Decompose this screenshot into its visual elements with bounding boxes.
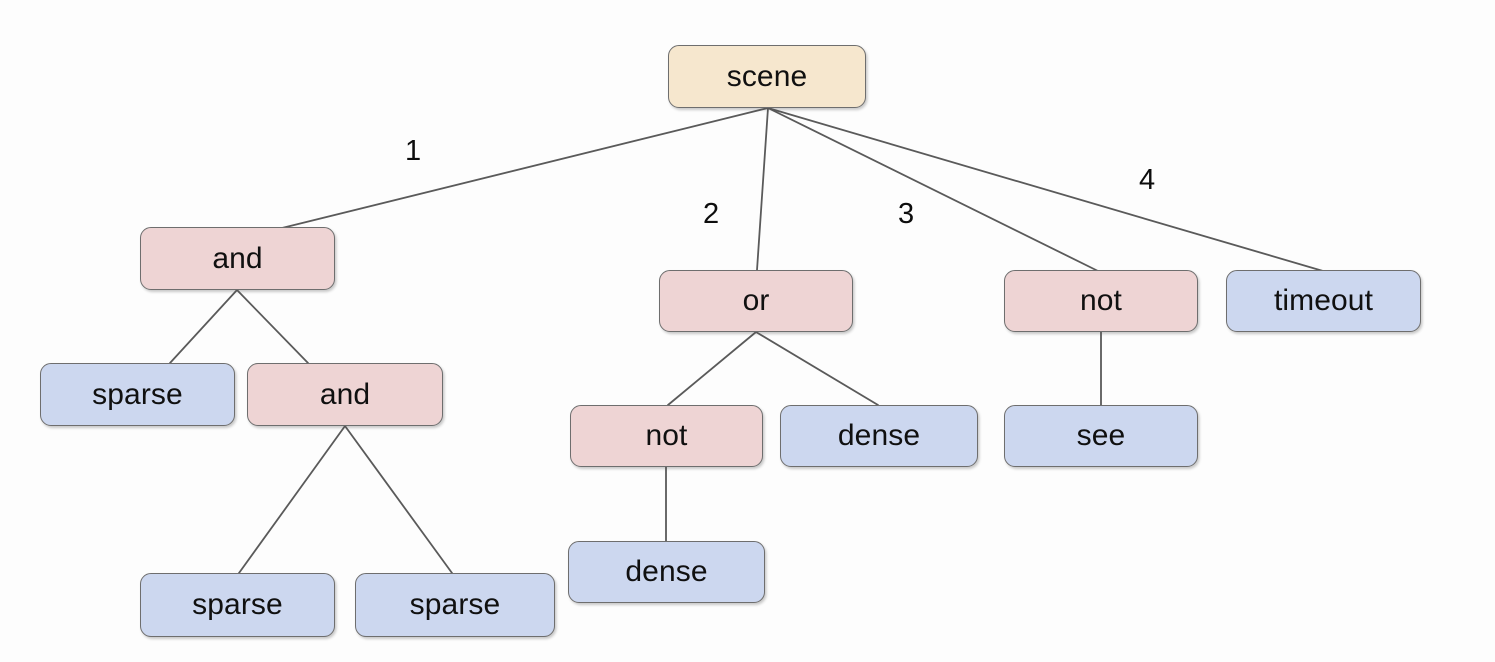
tree-edge: [238, 425, 346, 574]
tree-node-and1[interactable]: and: [140, 227, 335, 290]
tree-edge: [667, 331, 757, 406]
tree-node-scene[interactable]: scene: [668, 45, 866, 108]
tree-edge: [281, 107, 769, 229]
tree-edge: [344, 425, 453, 574]
tree-edge: [169, 289, 238, 364]
tree-node-see[interactable]: see: [1004, 405, 1198, 467]
edge-label-4: 4: [1139, 164, 1156, 196]
tree-node-not2[interactable]: not: [570, 405, 763, 467]
tree-node-sparse1[interactable]: sparse: [40, 363, 235, 426]
tree-edge: [767, 107, 1324, 272]
tree-node-sparse3[interactable]: sparse: [355, 573, 555, 637]
tree-edge: [236, 289, 309, 364]
tree-node-timeout[interactable]: timeout: [1226, 270, 1421, 332]
tree-node-or1[interactable]: or: [659, 270, 853, 332]
edge-label-2: 2: [703, 198, 720, 230]
tree-edge: [755, 331, 879, 406]
tree-edge: [756, 107, 769, 271]
edge-label-1: 1: [405, 135, 422, 167]
tree-node-sparse2[interactable]: sparse: [140, 573, 335, 637]
tree-edge: [767, 107, 1099, 272]
tree-node-dense1[interactable]: dense: [780, 405, 978, 467]
tree-node-dense2[interactable]: dense: [568, 541, 765, 603]
tree-node-and2[interactable]: and: [247, 363, 443, 426]
tree-node-not3[interactable]: not: [1004, 270, 1198, 332]
edge-label-3: 3: [898, 198, 915, 230]
